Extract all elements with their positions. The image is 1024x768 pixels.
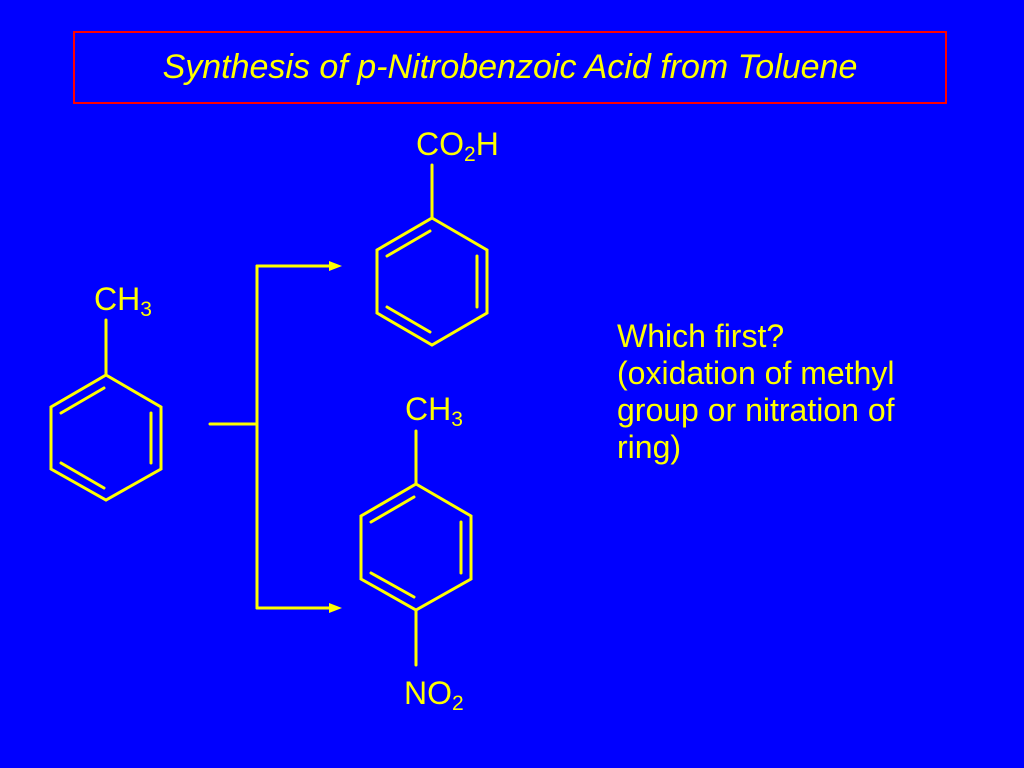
title-box: Synthesis of p-Nitrobenzoic Acid from To… (73, 31, 947, 104)
nitrotoluene-no2-label: NO2 (404, 675, 464, 715)
toluene-ch3-label: CH3 (94, 281, 152, 321)
slide-title: Synthesis of p-Nitrobenzoic Acid from To… (162, 48, 858, 86)
benzoic-acid-co2h-label: CO2H (416, 126, 499, 166)
arrow-lower-head (329, 603, 342, 613)
question-line: (oxidation of methyl (617, 355, 895, 391)
question-line: group or nitration of (617, 392, 895, 428)
question-line: Which first? (617, 318, 785, 354)
benzoic-acid-ring (375, 163, 489, 347)
nitrotoluene-ring (359, 429, 473, 667)
branch-arrows (208, 261, 342, 613)
question-line: ring) (617, 429, 682, 465)
arrow-upper-head (329, 261, 342, 271)
nitrotoluene-ch3-label: CH3 (405, 391, 463, 431)
toluene-ring (49, 318, 163, 502)
question-text: Which first? (oxidation of methyl group … (617, 318, 997, 466)
